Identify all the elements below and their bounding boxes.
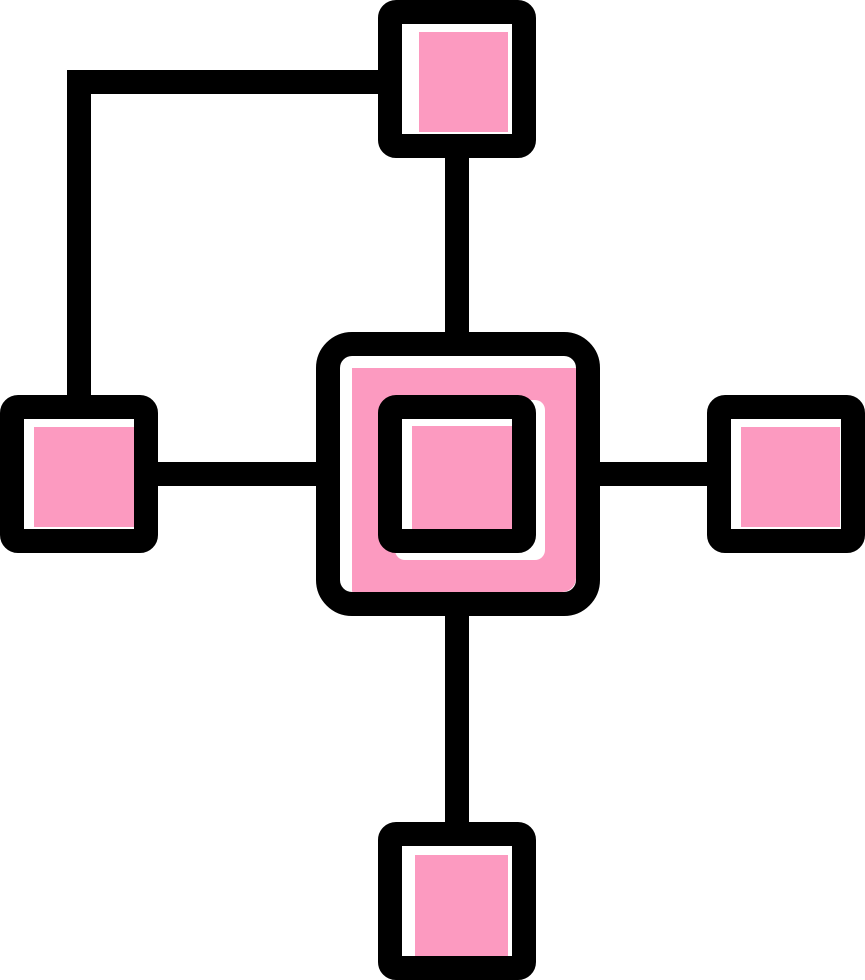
node-right [707,395,865,553]
hub-inner-square [378,395,545,560]
node-top [378,0,536,158]
node-center-hub [316,332,600,616]
connector-lines [67,70,710,826]
node-left [0,395,158,553]
connector-left-to-top [67,70,382,398]
node-bottom [378,822,536,980]
